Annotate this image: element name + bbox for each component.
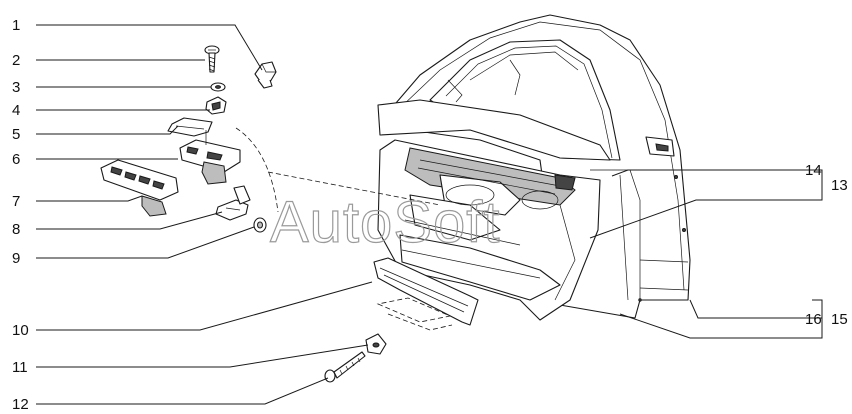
assembly-guide-strip-2	[387, 313, 453, 331]
part-5-cover	[167, 117, 213, 137]
assembly-guide-strip	[376, 297, 452, 323]
callout-15: 15	[831, 311, 848, 328]
part-11-retainer	[365, 333, 387, 355]
part-3-washer	[210, 82, 226, 92]
part-2-screw	[204, 45, 220, 73]
part-7-switch-block	[100, 159, 179, 217]
part-8-bracket	[215, 185, 251, 221]
callout-8: 8	[12, 221, 20, 238]
callout-9: 9	[12, 250, 20, 267]
part-6-switch-housing	[179, 130, 241, 185]
callout-16: 16	[805, 311, 822, 328]
callout-7: 7	[12, 193, 20, 210]
part-12-screw	[324, 351, 366, 383]
callout-6: 6	[12, 151, 20, 168]
leader-lines	[36, 24, 823, 405]
callout-4: 4	[12, 102, 20, 119]
callout-labels: 1 2 3 4 5 6 7 8 9 10 11 12 13 14 15 16	[12, 17, 848, 413]
assembly-guide-arc	[235, 127, 279, 213]
callout-11: 11	[12, 359, 28, 376]
door-trim-panel	[377, 139, 601, 321]
part-4-nut-clip	[205, 96, 227, 115]
callout-1: 1	[12, 17, 20, 34]
callout-10: 10	[12, 322, 29, 339]
callout-5: 5	[12, 126, 20, 143]
callout-2: 2	[12, 52, 20, 69]
part-9-grommet	[253, 217, 267, 233]
assembly-guide-switch	[267, 171, 441, 206]
callout-3: 3	[12, 79, 20, 96]
callout-14: 14	[805, 162, 822, 179]
callout-13: 13	[831, 177, 848, 194]
door-shell	[377, 14, 691, 319]
part-1-clip	[254, 61, 277, 89]
lower-trim-strip	[373, 257, 479, 326]
callout-12: 12	[12, 396, 29, 413]
watermark: AutoSoft	[270, 190, 500, 255]
